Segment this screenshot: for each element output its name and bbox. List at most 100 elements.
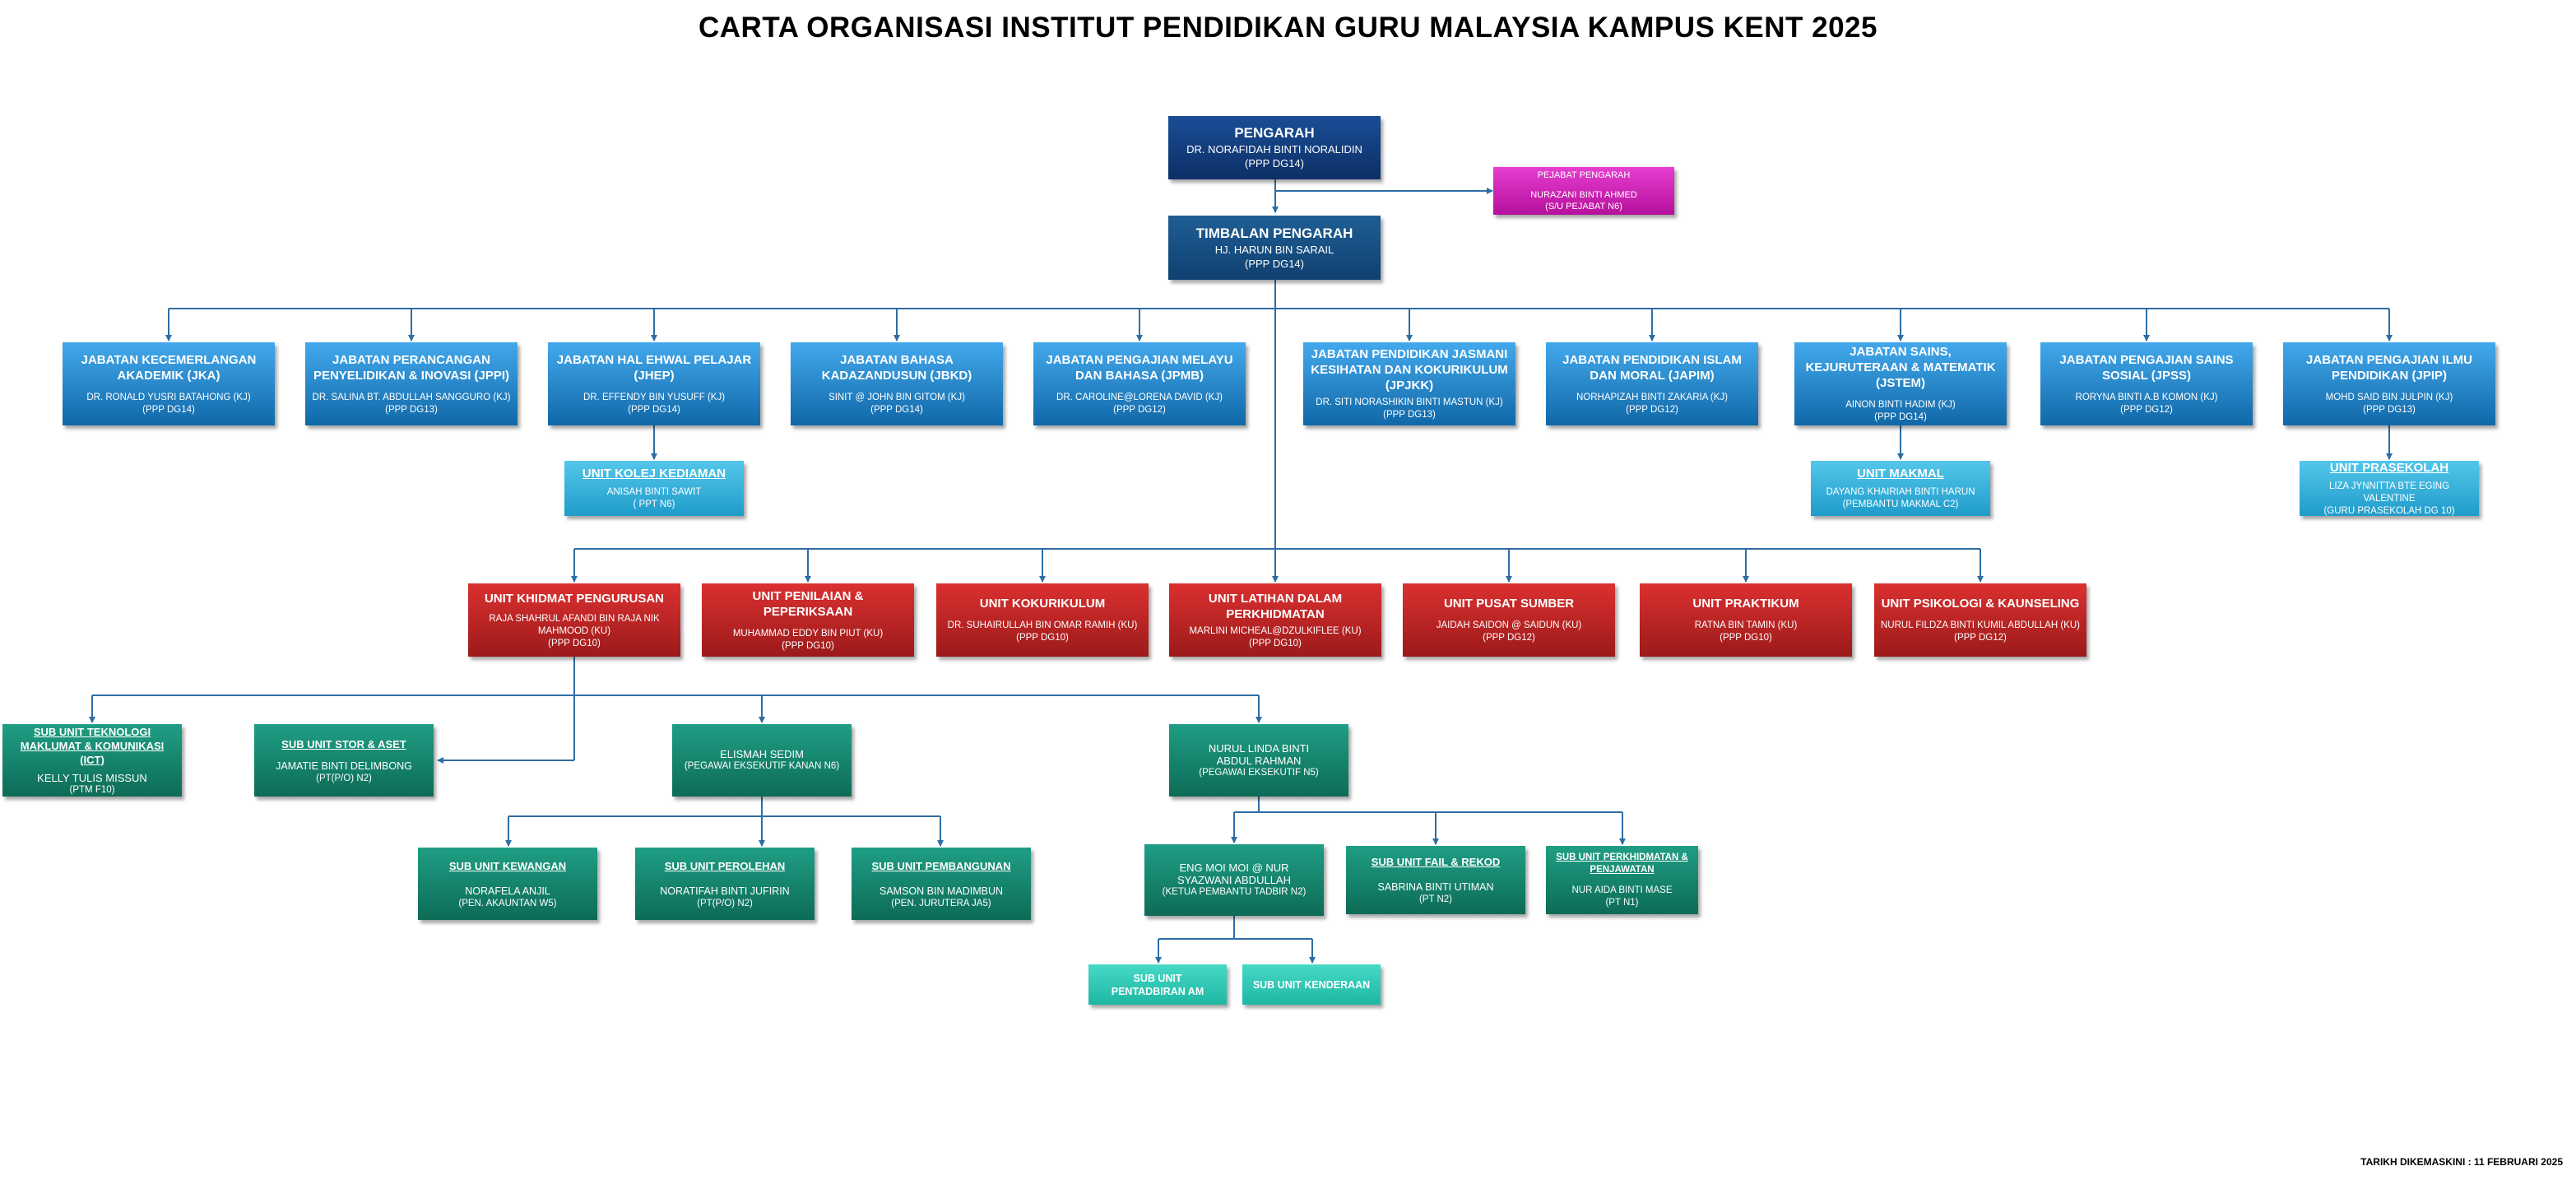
box-grade: (PPP DG13) xyxy=(1383,410,1436,420)
box-title: JABATAN KECEMERLANGAN AKADEMIK (JKA) xyxy=(81,352,257,383)
box-jpmb: JABATAN PENGAJIAN MELAYU DAN BAHASA (JPM… xyxy=(1033,342,1246,425)
box-name: KELLY TULIS MISSUN xyxy=(37,771,147,784)
box-title: JABATAN PERANCANGAN PENYELIDIKAN & INOVA… xyxy=(313,352,510,383)
box-unit-pusat-sumber: UNIT PUSAT SUMBER JAIDAH SAIDON @ SAIDUN… xyxy=(1403,583,1615,657)
box-name: DR. EFFENDY BIN YUSUFF (KJ) xyxy=(583,392,726,402)
box-name: NUR AIDA BINTI MASE xyxy=(1571,885,1673,895)
box-grade: (PPP DG10) xyxy=(1016,633,1069,643)
box-eng-moi-moi: ENG MOI MOI @ NUR SYAZWANI ABDULLAH (KET… xyxy=(1144,844,1324,916)
box-unit-kokurikulum: UNIT KOKURIKULUM DR. SUHAIRULLAH BIN OMA… xyxy=(936,583,1149,657)
box-grade: (PPP DG14) xyxy=(142,404,195,415)
box-name: DR. CAROLINE@LORENA DAVID (KJ) xyxy=(1056,392,1223,402)
box-sub-unit-perkhidmatan: SUB UNIT PERKHIDMATAN & PENJAWATAN NUR A… xyxy=(1546,846,1698,914)
box-name: JAIDAH SAIDON @ SAIDUN (KU) xyxy=(1436,620,1582,630)
box-pengarah: PENGARAH DR. NORAFIDAH BINTI NORALIDIN (… xyxy=(1168,116,1381,179)
box-name: RAJA SHAHRUL AFANDI BIN RAJA NIK MAHMOOD… xyxy=(489,613,660,636)
box-elismah-sedim: ELISMAH SEDIM (PEGAWAI EKSEKUTIF KANAN N… xyxy=(672,724,852,797)
box-title: PEJABAT PENGARAH xyxy=(1537,170,1631,180)
box-grade: (PPP DG12) xyxy=(1113,404,1166,415)
box-name: NURUL FILDZA BINTI KUMIL ABDULLAH (KU) xyxy=(1881,620,2080,630)
box-grade: (PPP DG14) xyxy=(628,404,680,415)
last-updated-note: TARIKH DIKEMASKINI : 11 FEBRUARI 2025 xyxy=(2360,1156,2563,1168)
box-grade: (PPP DG14) xyxy=(1874,412,1927,422)
box-title: JABATAN PENGAJIAN ILMU PENDIDIKAN (JPIP) xyxy=(2306,352,2472,383)
box-title: SUB UNIT PERKHIDMATAN & PENJAWATAN xyxy=(1556,852,1688,875)
box-name: DR. SALINA BT. ABDULLAH SANGGURO (KJ) xyxy=(312,392,511,402)
box-grade: (PPP DG10) xyxy=(782,640,834,651)
box-title: JABATAN PENDIDIKAN ISLAM DAN MORAL (JAPI… xyxy=(1562,352,1742,383)
box-title: JABATAN PENGAJIAN SAINS SOSIAL (JPSS) xyxy=(2059,352,2234,383)
box-name: DR. NORAFIDAH BINTI NORALIDIN xyxy=(1186,143,1362,156)
box-grade: (GURU PRASEKOLAH DG 10) xyxy=(2323,505,2455,516)
box-title: UNIT LATIHAN DALAM PERKHIDMATAN xyxy=(1208,591,1343,621)
box-name: HJ. HARUN BIN SARAIL xyxy=(1214,243,1334,256)
box-title: UNIT KOLEJ KEDIAMAN xyxy=(582,467,726,481)
box-jpjkk: JABATAN PENDIDIKAN JASMANI KESIHATAN DAN… xyxy=(1303,342,1515,425)
box-title: PENGARAH xyxy=(1234,125,1315,141)
box-unit-praktikum: UNIT PRAKTIKUM RATNA BIN TAMIN (KU) (PPP… xyxy=(1640,583,1852,657)
box-name: DR. SITI NORASHIKIN BINTI MASTUN (KJ) xyxy=(1316,397,1503,407)
box-unit-khidmat-pengurusan: UNIT KHIDMAT PENGURUSAN RAJA SHAHRUL AFA… xyxy=(468,583,680,657)
box-title: JABATAN HAL EHWAL PELAJAR (JHEP) xyxy=(556,352,752,383)
box-grade: (PPP DG14) xyxy=(1244,257,1304,270)
box-name: NURAZANI BINTI AHMED xyxy=(1530,190,1637,200)
box-title: SUB UNIT STOR & ASET xyxy=(281,737,406,750)
box-name: MARLINI MICHEAL@DZULKIFLEE (KU) xyxy=(1189,625,1362,636)
box-unit-penilaian: UNIT PENILAIAN & PEPERIKSAAN MUHAMMAD ED… xyxy=(702,583,914,657)
box-title: JABATAN SAINS, KEJURUTERAAN & MATEMATIK … xyxy=(1805,345,1996,390)
box-grade: (PPP DG12) xyxy=(1483,633,1535,643)
box-name: NURUL LINDA BINTI ABDUL RAHMAN xyxy=(1208,741,1310,767)
box-title: SUB UNIT FAIL & REKOD xyxy=(1371,856,1501,868)
box-grade: (PPP DG14) xyxy=(1244,157,1304,170)
box-title: UNIT MAKMAL xyxy=(1857,467,1944,481)
box-unit-prasekolah: UNIT PRASEKOLAH LIZA JYNNITTA BTE EGING … xyxy=(2300,461,2479,516)
box-title: UNIT PRASEKOLAH xyxy=(2329,460,2449,475)
box-sub-unit-ict: SUB UNIT TEKNOLOGI MAKLUMAT & KOMUNIKASI… xyxy=(2,724,182,797)
box-grade: ( PPT N6) xyxy=(633,499,675,509)
box-grade: (PPP DG14) xyxy=(870,404,923,415)
box-grade: (PEN. AKAUNTAN W5) xyxy=(458,898,557,908)
box-title: SUB UNIT TEKNOLOGI MAKLUMAT & KOMUNIKASI… xyxy=(20,725,165,766)
box-grade: (PPP DG10) xyxy=(548,638,601,648)
box-name: RORYNA BINTI A.B KOMON (KJ) xyxy=(2075,392,2218,402)
box-grade: (PT(P/O) N2) xyxy=(316,773,372,783)
box-name: JAMATIE BINTI DELIMBONG xyxy=(276,760,412,772)
box-jka: JABATAN KECEMERLANGAN AKADEMIK (JKA) DR.… xyxy=(63,342,275,425)
box-name: ELISMAH SEDIM xyxy=(720,748,804,760)
box-grade: (S/U PEJABAT N6) xyxy=(1545,202,1622,211)
box-sub-unit-stor-aset: SUB UNIT STOR & ASET JAMATIE BINTI DELIM… xyxy=(254,724,434,797)
box-title: SUB UNIT PEMBANGUNAN xyxy=(871,859,1011,872)
box-jpss: JABATAN PENGAJIAN SAINS SOSIAL (JPSS) RO… xyxy=(2040,342,2253,425)
box-grade: (PPP DG12) xyxy=(1954,633,2007,643)
box-title: JABATAN PENDIDIKAN JASMANI KESIHATAN DAN… xyxy=(1311,347,1508,393)
box-sub-unit-pentadbiran-am: SUB UNIT PENTADBIRAN AM xyxy=(1088,964,1227,1005)
box-grade: (PT(P/O) N2) xyxy=(697,898,753,908)
box-title: SUB UNIT KENDERAAN xyxy=(1252,978,1371,991)
box-japim: JABATAN PENDIDIKAN ISLAM DAN MORAL (JAPI… xyxy=(1546,342,1758,425)
box-unit-makmal: UNIT MAKMAL DAYANG KHAIRIAH BINTI HARUN … xyxy=(1811,461,1990,516)
box-name: ANISAH BINTI SAWIT xyxy=(606,487,702,497)
box-name: SAMSON BIN MADIMBUN xyxy=(879,885,1003,897)
box-name: NORATIFAH BINTI JUFIRIN xyxy=(660,885,790,897)
box-nurul-linda: NURUL LINDA BINTI ABDUL RAHMAN (PEGAWAI … xyxy=(1169,724,1348,797)
box-grade: (PPP DG12) xyxy=(1626,404,1678,415)
box-name: MUHAMMAD EDDY BIN PIUT (KU) xyxy=(732,628,884,639)
box-jhep: JABATAN HAL EHWAL PELAJAR (JHEP) DR. EFF… xyxy=(548,342,760,425)
box-pejabat-pengarah: PEJABAT PENGARAH NURAZANI BINTI AHMED (S… xyxy=(1493,167,1674,215)
box-title: SUB UNIT PENTADBIRAN AM xyxy=(1111,972,1204,997)
box-title: SUB UNIT PEROLEHAN xyxy=(664,859,786,872)
box-name: DAYANG KHAIRIAH BINTI HARUN xyxy=(1826,487,1975,497)
box-name: RATNA BIN TAMIN (KU) xyxy=(1694,620,1798,630)
box-name: ENG MOI MOI @ NUR SYAZWANI ABDULLAH xyxy=(1177,862,1291,886)
box-grade: (PEGAWAI EKSEKUTIF KANAN N6) xyxy=(684,761,840,771)
chart-title: CARTA ORGANISASI INSTITUT PENDIDIKAN GUR… xyxy=(699,12,1877,44)
box-unit-latihan: UNIT LATIHAN DALAM PERKHIDMATAN MARLINI … xyxy=(1169,583,1381,657)
box-grade: (KETUA PEMBANTU TADBIR N2) xyxy=(1162,887,1307,897)
box-grade: (PT N2) xyxy=(1418,894,1453,904)
box-grade: (PPP DG12) xyxy=(2120,404,2173,415)
box-title: UNIT PSIKOLOGI & KAUNSELING xyxy=(1881,597,2080,611)
box-jppi: JABATAN PERANCANGAN PENYELIDIKAN & INOVA… xyxy=(305,342,518,425)
box-name: DR. SUHAIRULLAH BIN OMAR RAMIH (KU) xyxy=(947,620,1138,630)
box-name: AINON BINTI HADIM (KJ) xyxy=(1845,400,1956,410)
box-sub-unit-fail-rekod: SUB UNIT FAIL & REKOD SABRINA BINTI UTIM… xyxy=(1346,846,1525,914)
